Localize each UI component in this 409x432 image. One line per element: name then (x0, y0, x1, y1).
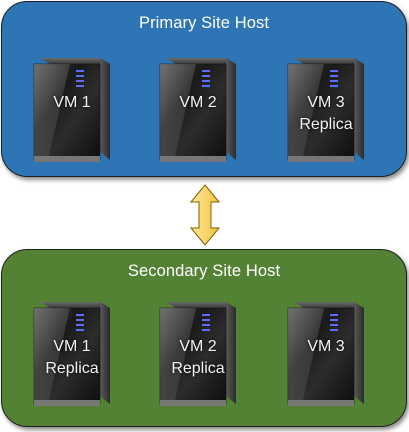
server-tower-icon (33, 302, 110, 406)
server-vm-1-replica-secondary: VM 1 Replica (30, 300, 114, 412)
vm-label: VM 2 Replica (156, 336, 240, 380)
vm-name: VM 2 (179, 338, 217, 355)
vm-name: VM 1 (53, 338, 91, 355)
vm-label: VM 3 Replica (284, 92, 368, 136)
vm-name: VM 2 (179, 94, 217, 111)
vm-name: VM 1 (53, 94, 91, 111)
server-vm-2-primary: VM 2 (156, 56, 240, 168)
vm-sub: Replica (171, 360, 225, 377)
server-vm-2-replica-secondary: VM 2 Replica (156, 300, 240, 412)
vm-label: VM 3 (284, 336, 368, 358)
vm-label: VM 2 (156, 92, 240, 114)
vm-label: VM 1 Replica (30, 336, 114, 380)
server-tower-icon (33, 58, 110, 162)
secondary-site-title: Secondary Site Host (127, 262, 281, 280)
server-tower-icon (159, 58, 236, 162)
vm-label: VM 1 (30, 92, 114, 114)
primary-site-host-panel: Primary Site Host VM 1 (1, 1, 407, 177)
double-arrow-icon (190, 184, 220, 246)
primary-site-title: Primary Site Host (138, 14, 270, 32)
server-vm-1-primary: VM 1 (30, 56, 114, 168)
vm-name: VM 3 (307, 94, 345, 111)
secondary-site-host-panel: Secondary Site Host VM 1 Replica (1, 249, 407, 427)
server-tower-icon (287, 302, 364, 406)
server-tower-icon (287, 58, 364, 162)
server-vm-3-secondary: VM 3 (284, 300, 368, 412)
vm-name: VM 3 (307, 338, 345, 355)
server-tower-icon (159, 302, 236, 406)
vm-sub: Replica (299, 116, 353, 133)
vm-sub: Replica (45, 360, 99, 377)
server-vm-3-replica-primary: VM 3 Replica (284, 56, 368, 168)
